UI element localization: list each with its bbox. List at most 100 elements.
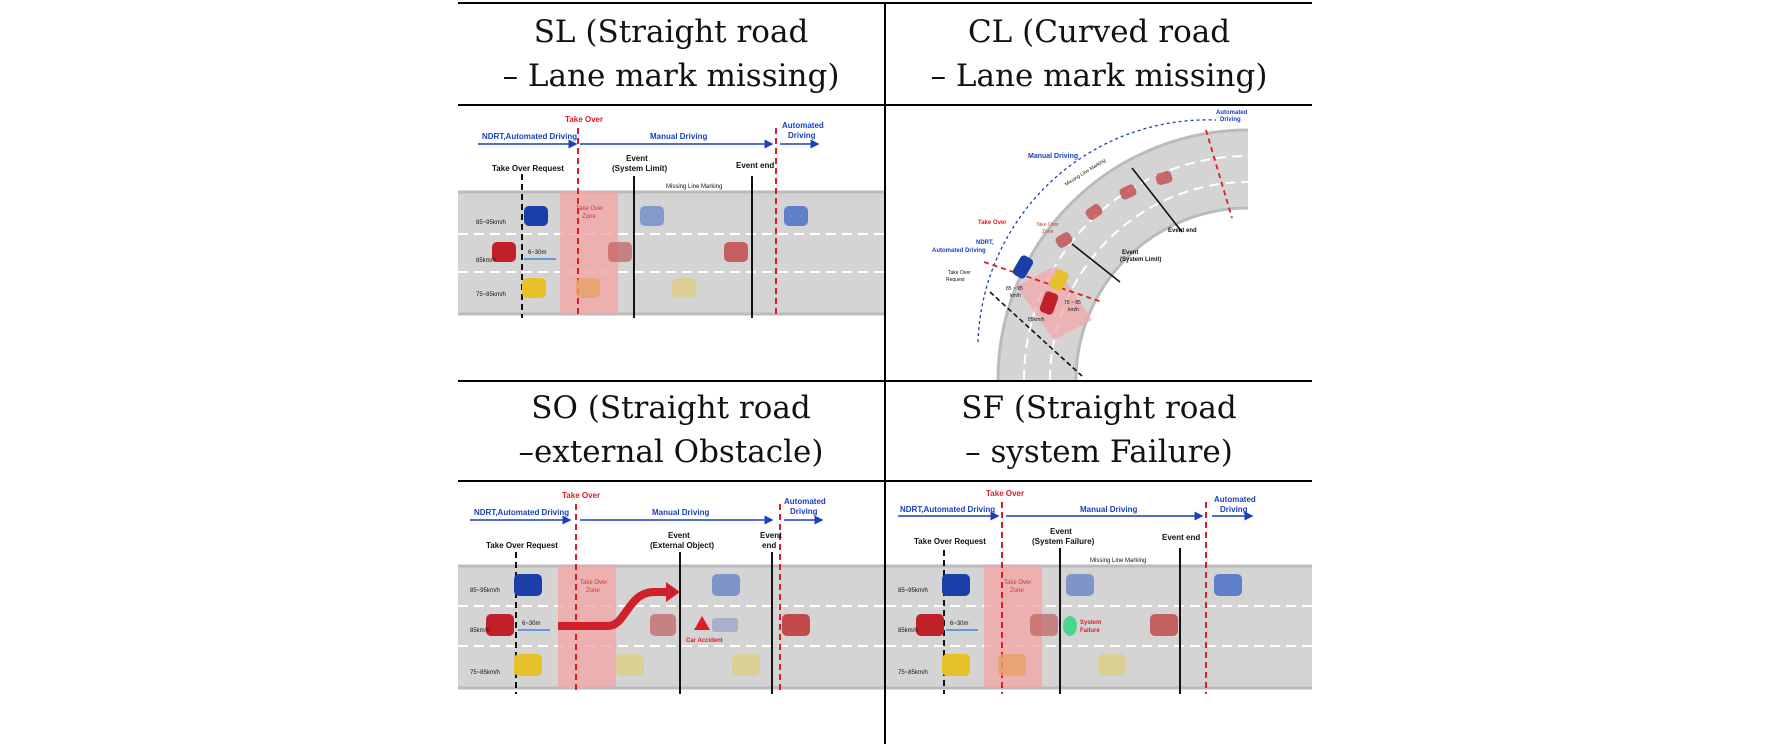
label-manual: Manual Driving: [652, 508, 709, 517]
sf-scenario-diagram: NDRT,Automated Driving Take Over Manual …: [886, 482, 1312, 744]
label-take-over: Take Over: [986, 489, 1024, 498]
car-yellow: [1098, 654, 1126, 676]
label-ndrt: NDRT,: [976, 240, 994, 246]
car-blue: [514, 574, 542, 596]
car-blue-ghost: [640, 206, 664, 226]
event-end-line: [1131, 167, 1183, 233]
label-driving: Driving: [1220, 505, 1248, 514]
label-manual: Manual Driving: [650, 132, 707, 141]
label-tor: Take Over Request: [492, 164, 564, 173]
warning-icon: [694, 616, 710, 630]
label-zone: Zone: [582, 214, 596, 220]
row-divider: [458, 480, 1312, 482]
label-event-end: Event end: [1162, 533, 1200, 542]
label-tor: Take Over: [948, 270, 971, 276]
car-yellow-ghost: [998, 654, 1026, 676]
caption-line: SF (Straight road: [961, 390, 1237, 426]
label-event-type: (System Limit): [1120, 257, 1161, 263]
caption-line: SL (Straight road: [533, 14, 809, 50]
label-manual: Manual Driving: [1080, 505, 1137, 514]
event-line: [1071, 243, 1121, 283]
car-red: [1150, 614, 1178, 636]
obstacle-icon: [712, 618, 738, 632]
label-automated: Automated: [784, 497, 826, 506]
car-yellow: [1049, 269, 1069, 291]
label-speed: 85km/h: [476, 258, 496, 264]
label-event-end: Event: [760, 531, 782, 540]
caption-sf: SF (Straight road – system Failure): [886, 386, 1312, 474]
car-yellow-ghost: [576, 278, 600, 298]
label-take-over: Take Over: [562, 491, 600, 500]
caption-line: – Lane mark missing): [502, 58, 840, 94]
car-red-ghost: [1119, 184, 1137, 200]
caption-so: SO (Straight road –external Obstacle): [458, 386, 884, 474]
sl-scenario-diagram: NDRT,Automated Driving Take Over Manual …: [458, 106, 884, 380]
car-yellow: [942, 654, 970, 676]
label-speed: 85~95km/h: [470, 588, 500, 594]
car-red: [724, 242, 748, 262]
label-event-end: end: [762, 541, 776, 550]
car-blue: [1214, 574, 1242, 596]
caption-cl: CL (Curved road – Lane mark missing): [886, 10, 1312, 98]
car-yellow: [616, 654, 644, 676]
label-take-over: Take Over: [565, 115, 603, 124]
take-over-line: [983, 261, 1103, 303]
label-event-end: Event end: [1168, 228, 1197, 234]
table-column-divider: [884, 4, 886, 742]
label-manual: Manual Driving: [1028, 153, 1078, 160]
caption-line: CL (Curved road: [967, 14, 1231, 50]
car-red: [1039, 291, 1059, 315]
car-blue-ghost: [1066, 574, 1094, 596]
caption-sl: SL (Straight road – Lane mark missing): [458, 10, 884, 98]
label-ndrt: NDRT,Automated Driving: [474, 508, 569, 517]
car-blue: [942, 574, 970, 596]
label-missing: Missing Line Marking: [666, 184, 722, 190]
car-yellow: [514, 654, 542, 676]
label-speed: 85~95km/h: [898, 588, 928, 594]
car-yellow: [732, 654, 760, 676]
label-automated: Automated: [1214, 495, 1256, 504]
car-red: [486, 614, 514, 636]
label-zone: Take Over: [576, 206, 603, 212]
label-automated: Automated: [1216, 110, 1248, 116]
caption-line: –external Obstacle): [518, 434, 824, 470]
car-red: [492, 242, 516, 262]
label-failure: System: [1080, 620, 1101, 626]
label-gap: 6~30m: [528, 250, 547, 256]
car-blue: [524, 206, 548, 226]
car-red-ghost: [1030, 614, 1058, 636]
label-driving: Driving: [1220, 117, 1241, 123]
car-red: [916, 614, 944, 636]
label-event: Event: [626, 154, 648, 163]
car-yellow: [672, 278, 696, 298]
label-gap: 6~30m: [522, 621, 541, 627]
caption-line: – system Failure): [965, 434, 1233, 470]
label-driving: Driving: [790, 507, 818, 516]
label-zone: Take Over: [1036, 222, 1059, 228]
caption-line: SO (Straight road: [531, 390, 811, 426]
label-speed: km/h: [1068, 307, 1079, 313]
label-gap: 6~30m: [950, 621, 969, 627]
cl-scenario-diagram: Automated Driving Manual Driving Missing…: [886, 106, 1312, 380]
so-scenario-diagram: NDRT,Automated Driving Take Over Manual …: [458, 482, 884, 744]
label-speed: 75~85km/h: [898, 670, 928, 676]
label-speed: 85 ~ 95: [1006, 286, 1023, 292]
label-failure: Failure: [1080, 628, 1100, 634]
label-driving: Driving: [788, 131, 816, 140]
label-accident: Car Accident: [686, 638, 723, 644]
row-divider: [458, 380, 1312, 382]
label-ndrt: Automated Driving: [932, 248, 986, 254]
label-event: Event: [668, 531, 690, 540]
lane-change-arrow: [558, 588, 670, 630]
car-blue: [712, 574, 740, 596]
label-event: Event: [1122, 250, 1138, 256]
label-speed: km/h: [1010, 293, 1021, 299]
label-event-type: (System Failure): [1032, 537, 1095, 546]
label-speed: 75~85km/h: [476, 292, 506, 298]
car-red: [782, 614, 810, 636]
label-speed: 75~85km/h: [470, 670, 500, 676]
car-red-ghost: [1155, 171, 1173, 185]
label-zone: Zone: [1042, 229, 1054, 235]
label-tor: Request: [946, 277, 965, 283]
row-divider: [458, 104, 1312, 106]
